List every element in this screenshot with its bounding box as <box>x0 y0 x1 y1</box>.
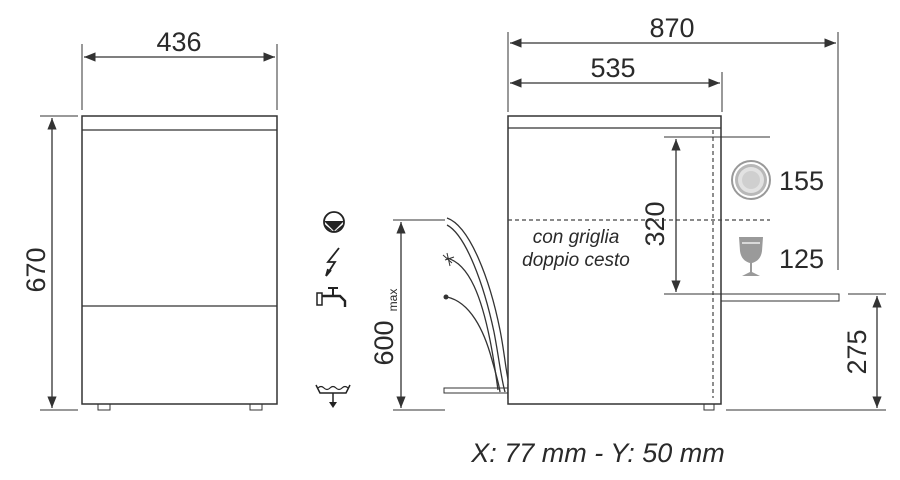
electric-icon <box>325 247 340 277</box>
side-body <box>507 115 722 405</box>
capacity: 155 125 <box>731 160 824 276</box>
water-hose-fitting <box>443 294 449 300</box>
front-foot-right <box>249 403 263 411</box>
open-door-rack <box>720 293 840 302</box>
drain-icon <box>323 211 345 233</box>
front-body <box>81 115 278 405</box>
floor-drain-icon <box>315 384 351 408</box>
opening-height-label: 320 <box>640 201 670 246</box>
front-view: 436 670 <box>21 27 278 411</box>
water-tap-icon <box>316 287 347 307</box>
front-foot-left <box>97 403 111 411</box>
connection-height-max: max <box>386 289 400 312</box>
glass-size-label: 125 <box>779 244 824 274</box>
plate-size-label: 155 <box>779 166 824 196</box>
drain-hose-outer <box>446 217 511 389</box>
side-view: con griglia doppio cesto 870 535 320 275 <box>507 13 886 411</box>
rack-note-line2: doppio cesto <box>522 250 630 271</box>
connection-icons <box>315 211 351 408</box>
front-width-label: 436 <box>156 27 201 57</box>
front-height-label: 670 <box>21 247 51 292</box>
offsets-caption: X: 77 mm - Y: 50 mm <box>470 438 725 468</box>
drain-hose-inner <box>446 224 506 393</box>
overall-depth-label: 870 <box>649 13 694 43</box>
body-depth-label: 535 <box>590 53 635 83</box>
rack-height-label: 275 <box>842 329 872 374</box>
power-cable-end <box>442 252 455 267</box>
connection-height-dimension: 600 max <box>369 219 445 411</box>
power-cable <box>446 257 499 391</box>
water-hose <box>446 296 501 393</box>
glass-icon <box>739 237 763 276</box>
connection-height-label: 600 <box>369 320 399 365</box>
plate-icon <box>731 160 771 200</box>
side-foot <box>703 403 715 411</box>
rack-note-line1: con griglia <box>533 227 620 248</box>
